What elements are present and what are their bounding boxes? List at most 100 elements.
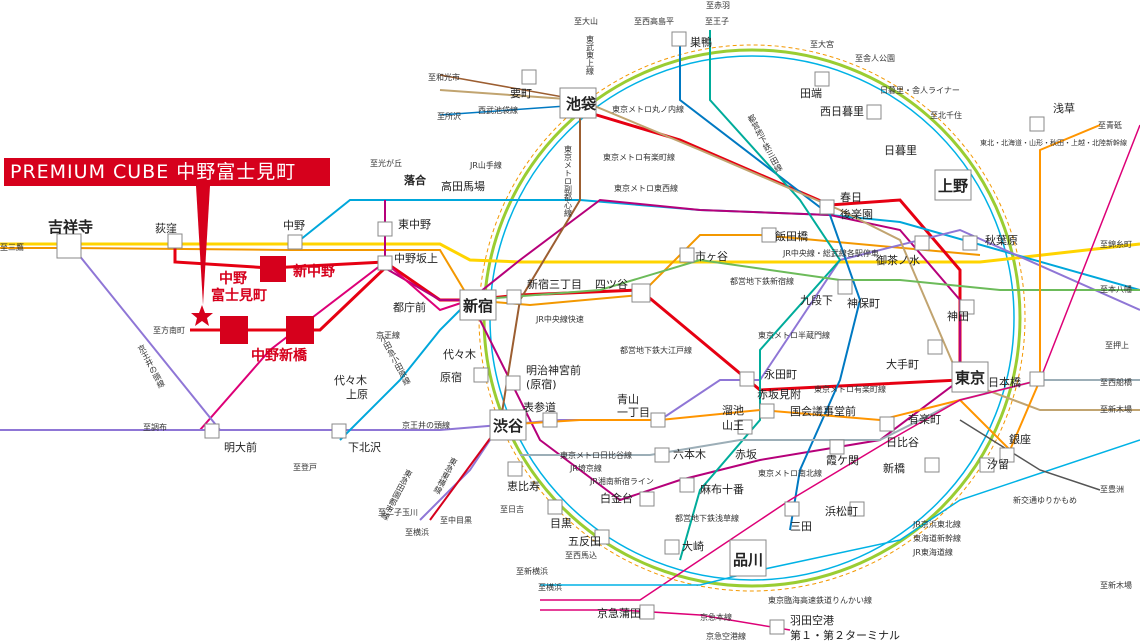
kokkaigijidomae-label: 国会議事堂前: [790, 404, 856, 418]
ebisu-box: [507, 461, 523, 477]
aoyama-label-1: 青山: [617, 393, 639, 406]
inokashira-west: [69, 243, 221, 431]
meguro-label: 目黒: [550, 517, 572, 530]
dest-aoto: 至青砥: [1098, 120, 1122, 130]
lbl-shinjuku: 都営地下鉄新宿線: [730, 276, 794, 286]
lbl-inokashira: 京王井の頭線: [402, 420, 450, 430]
rinkai-line: [540, 439, 1140, 586]
lbl-inokashira-west: 京王井の頭線: [136, 342, 167, 389]
akasaka-label: 赤坂: [735, 448, 757, 461]
kanamecho-label: 要町: [510, 87, 532, 100]
hamamatsucho-box: [849, 501, 865, 517]
keikyukamata-box: [639, 604, 655, 620]
meidaimae-box: [204, 423, 220, 439]
ueno-box: [934, 169, 972, 201]
dest-yokohama2: 至横浜: [538, 582, 562, 592]
lbl-yurikamome: 新交通ゆりかもめ: [1013, 495, 1077, 505]
shinagawa-label: 品川: [733, 551, 763, 569]
yoyogiuehara-label-2: 上原: [346, 388, 368, 401]
akihabara-box: [962, 235, 978, 251]
ichigaya-box: [679, 247, 695, 263]
omotesando-box: [542, 412, 558, 428]
nihombashi-label: 日本橋: [988, 375, 1021, 389]
shimokitazawa-box: [331, 423, 347, 439]
dest-yokohama: 至横浜: [405, 527, 429, 537]
osaki-label: 大崎: [682, 539, 704, 553]
nippori-label: 日暮里: [884, 143, 917, 157]
shimbashi-label: 新橋: [883, 461, 905, 475]
lbl-seibu: 西武池袋線: [478, 105, 518, 115]
lbl-hanzomon: 東京メトロ半蔵門線: [758, 330, 830, 340]
dest-shinkiba2: 至新木場: [1100, 580, 1132, 590]
shirokanedai-label: 白金台: [600, 491, 633, 505]
lbl-asakusa: 都営地下鉄浅草線: [675, 513, 739, 523]
hibiya-label: 日比谷: [886, 436, 919, 449]
lbl-chuo-rapid: JR中央線快速: [535, 314, 584, 324]
shibuya-label: 渋谷: [493, 417, 524, 435]
dest-kinshicho: 至錦糸町: [1100, 239, 1132, 249]
jimbocho-box: [837, 279, 853, 295]
asakusa-line: [540, 124, 1140, 601]
roppongi-label: 六本木: [673, 447, 706, 461]
dest-nishitakashimadaira: 至西高島平: [634, 16, 674, 26]
meijijingumae-label: 明治神宮前: [526, 363, 581, 377]
shinjuku-label: 新宿: [463, 297, 493, 315]
shirokanedai-box: [639, 491, 655, 507]
property-banner: PREMIUM CUBE 中野富士見町: [4, 158, 330, 186]
gotanda-label: 五反田: [568, 535, 601, 548]
keikyu-line: [540, 609, 791, 631]
nishinippori-label: 西日暮里: [820, 104, 864, 118]
shimokitazawa-label: 下北沢: [348, 440, 381, 454]
shinjukusanchome-box: [506, 289, 522, 305]
dest-chofu: 至調布: [143, 422, 167, 432]
roppongi-box: [654, 447, 670, 463]
meguro-box: [547, 499, 563, 515]
shinnakano-label: 新中野: [293, 263, 335, 280]
lbl-tozai: 東京メトロ東西線: [614, 183, 678, 193]
tabata-label: 田端: [800, 87, 822, 100]
lbl-rinkai: 東京臨海高速鉄道りんかい線: [768, 595, 872, 605]
higashinakano-box: [377, 221, 393, 237]
shimbashi-box: [924, 457, 940, 473]
yurakucho-line: [439, 89, 1140, 411]
mita-label: 三田: [790, 520, 812, 533]
kanda-label: 神田: [947, 309, 969, 323]
hamamatsucho-label: 浜松町: [825, 504, 858, 518]
dest-hikarigaoka: 至光が丘: [370, 158, 402, 168]
nihombashi-box: [1029, 371, 1045, 387]
lbl-yurakucho: 東京メトロ有楽町線: [603, 152, 675, 162]
shiodome-box: [979, 457, 995, 473]
omotesando-label: 表参道: [523, 400, 556, 414]
lbl-toyoko: 東急東横線: [432, 455, 459, 495]
dest-oji: 至王子: [705, 17, 729, 26]
lbl-oedo: 都営地下鉄大江戸線: [620, 345, 692, 355]
dest-wakoshi: 至和光市: [428, 72, 460, 82]
nakanosakaue-box: [377, 255, 393, 271]
nagatacho-label: 永田町: [764, 367, 797, 381]
dest-mitaka: 至三鷹: [0, 242, 24, 252]
dest-oshiage: 至押上: [1105, 340, 1129, 350]
namboku-line: [679, 30, 842, 561]
lbl-shonan: JR湘南新宿ライン: [589, 476, 654, 486]
akihabara-label: 秋葉原: [985, 233, 1018, 247]
ueno-label: 上野: [938, 177, 968, 195]
dest-noborito: 至登戸: [293, 462, 317, 472]
keikyukamata-label: 京急蒲田: [597, 606, 641, 620]
dest-nishimagome: 至西馬込: [565, 551, 597, 560]
haneda-box: [769, 619, 785, 635]
tochomae-label: 都庁前: [393, 300, 426, 314]
dest-oyama: 至大山: [574, 16, 598, 26]
lbl-keikyu-main: 京急本線: [700, 612, 732, 622]
kichijoji-box: [56, 233, 82, 259]
dest-hiyoshi: 至日吉: [500, 505, 524, 514]
haneda-label-2: 第１・第２ターミナル: [790, 628, 900, 642]
tokyo-box: [951, 361, 989, 393]
tokyo-label: 東京: [955, 369, 985, 387]
shibuya-box: [489, 409, 527, 441]
dest-toyosu: 至豊洲: [1100, 484, 1124, 494]
lbl-namboku: 東京メトロ南北線: [758, 468, 822, 478]
lbl-tokaido: JR東海道線: [912, 547, 953, 557]
nakanofujimicho-label-2: 富士見町: [211, 287, 267, 304]
yurikamome-line: [959, 419, 1101, 491]
